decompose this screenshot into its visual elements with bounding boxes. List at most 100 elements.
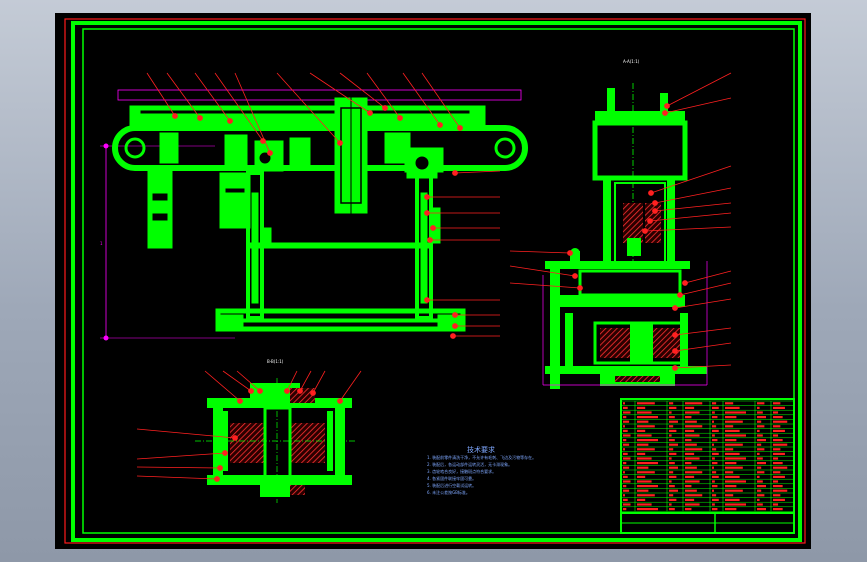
parts-cell-mark: [757, 420, 762, 423]
parts-cell-mark: [712, 508, 718, 511]
upper-beam: [129, 105, 486, 127]
parts-cell-mark: [685, 471, 703, 474]
parts-cell-mark: [725, 439, 737, 442]
belt-loop: [112, 125, 528, 171]
parts-cell-mark: [623, 498, 628, 501]
outer-green-border: [71, 21, 802, 542]
parts-cell-mark: [669, 420, 678, 423]
parts-cell-mark: [623, 439, 627, 442]
parts-cell-mark: [725, 434, 746, 437]
parts-cell-mark: [725, 429, 740, 432]
parts-cell-mark: [669, 475, 677, 478]
lower-leaders: [136, 370, 362, 482]
parts-cell-mark: [725, 457, 746, 460]
parts-cell-mark: [637, 457, 652, 460]
parts-cell-mark: [712, 420, 714, 423]
parts-cell-mark: [725, 425, 734, 428]
parts-cell-mark: [685, 402, 703, 405]
parts-cell-mark: [685, 462, 692, 465]
parts-cell-mark: [637, 416, 658, 419]
parts-cell-mark: [623, 434, 631, 437]
parts-cell-mark: [773, 420, 788, 423]
magenta-dimension-frame: [117, 89, 522, 101]
inner-green-border: [82, 28, 795, 534]
parts-cell-mark: [757, 508, 766, 511]
parts-cell-mark: [725, 466, 743, 469]
parts-cell-mark: [685, 406, 695, 409]
parts-cell-mark: [669, 485, 675, 488]
parts-cell-mark: [669, 489, 678, 492]
parts-cell-mark: [773, 402, 781, 405]
parts-cell-mark: [637, 471, 655, 474]
parts-cell-mark: [725, 443, 743, 446]
parts-cell-mark: [669, 466, 678, 469]
parts-cell-mark: [669, 457, 672, 460]
parts-cell-mark: [669, 416, 675, 419]
parts-cell-mark: [725, 420, 743, 423]
parts-cell-mark: [623, 416, 627, 419]
drawing-sheet: 技术要求 1. 装配前零件清洗干净，不允许有毛刺、飞边及污物等存在。 2. 装配…: [55, 13, 811, 549]
parts-cell-mark: [685, 420, 697, 423]
parts-cell-mark: [685, 425, 703, 428]
parts-cell-mark: [637, 448, 655, 451]
parts-cell-mark: [712, 457, 715, 460]
parts-cell-mark: [685, 439, 692, 442]
parts-cell-mark: [669, 494, 674, 497]
parts-cell-mark: [725, 448, 734, 451]
parts-cell-mark: [623, 466, 630, 469]
parts-cell-mark: [685, 448, 703, 451]
parts-cell-mark: [685, 434, 700, 437]
note-line-5: 5. 装配后进行空载试运转。: [427, 482, 476, 488]
parts-cell-mark: [712, 503, 715, 506]
parts-cell-mark: [712, 475, 719, 478]
parts-cell-mark: [757, 480, 763, 483]
parts-cell-mark: [637, 466, 649, 469]
parts-cell-mark: [637, 489, 649, 492]
parts-cell-mark: [637, 480, 652, 483]
parts-cell-mark: [725, 406, 740, 409]
parts-cell-mark: [669, 429, 677, 432]
parts-cell-mark: [623, 508, 627, 511]
parts-cell-mark: [669, 508, 675, 511]
parts-cell-mark: [637, 508, 658, 511]
parts-cell-mark: [637, 425, 655, 428]
parts-cell-mark: [637, 503, 652, 506]
parts-cell-mark: [712, 439, 718, 442]
parts-cell-mark: [669, 480, 672, 483]
parts-cell-mark: [757, 489, 762, 492]
parts-cell-mark: [623, 485, 627, 488]
parts-cell-mark: [725, 462, 737, 465]
right-section-view: [542, 83, 708, 389]
parts-cell-mark: [685, 443, 697, 446]
note-line-3: 3. 齿轮啮合良好，接触斑点符合要求。: [427, 468, 496, 474]
parts-cell-mark: [773, 448, 781, 451]
parts-cell-mark: [637, 420, 649, 423]
parts-cell-mark: [712, 425, 717, 428]
parts-cell-mark: [685, 466, 697, 469]
parts-cell-mark: [685, 480, 700, 483]
parts-cell-mark: [623, 475, 628, 478]
parts-cell-mark: [773, 462, 783, 465]
parts-cell-mark: [623, 406, 628, 409]
parts-cell-mark: [757, 494, 765, 497]
parts-cell-mark: [637, 439, 658, 442]
parts-cell-mark: [685, 452, 695, 455]
parts-cell-mark: [669, 434, 672, 437]
parts-cell-mark: [757, 466, 762, 469]
parts-cell-mark: [773, 475, 785, 478]
parts-cell-mark: [773, 425, 781, 428]
note-line-4: 4. 各紧固件联接牢固可靠。: [427, 475, 476, 481]
parts-cell-mark: [773, 503, 779, 506]
parts-cell-mark: [725, 503, 746, 506]
dimension-text: 1: [100, 241, 103, 246]
parts-cell-mark: [773, 498, 785, 501]
parts-cell-mark: [623, 471, 625, 474]
parts-cell-mark: [637, 475, 646, 478]
cad-drawing: 技术要求 1. 装配前零件清洗干净，不允许有毛刺、飞边及污物等存在。 2. 装配…: [64, 18, 806, 544]
parts-cell-mark: [725, 452, 740, 455]
parts-cell-mark: [757, 471, 765, 474]
parts-cell-mark: [773, 452, 785, 455]
outer-red-border: [64, 18, 806, 544]
parts-cell-mark: [773, 508, 783, 511]
parts-cell-mark: [637, 411, 652, 414]
